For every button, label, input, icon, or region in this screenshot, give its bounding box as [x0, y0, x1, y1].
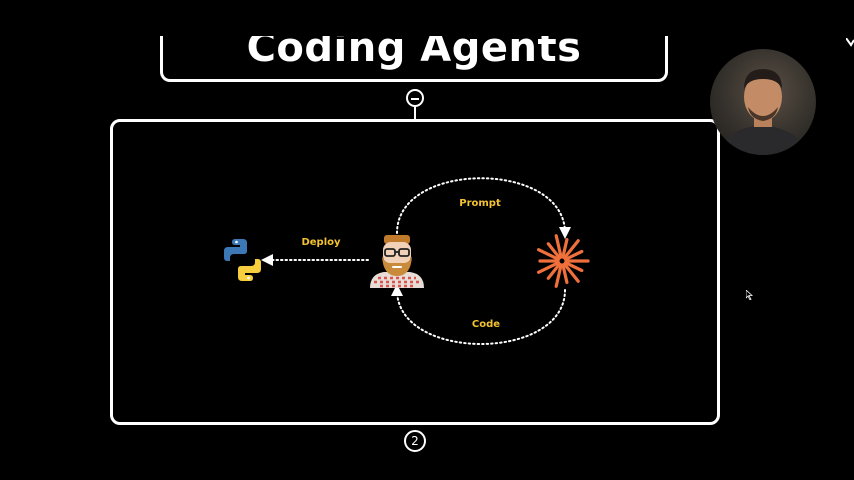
starburst-icon	[537, 234, 590, 288]
slide-title: Coding Agents	[246, 36, 582, 71]
starburst-ray	[563, 261, 584, 273]
python-logo-icon	[224, 239, 261, 281]
connector-line	[414, 107, 416, 119]
presenter-webcam	[710, 49, 816, 155]
prompt-arrow	[396, 177, 571, 239]
starburst-ray	[562, 262, 580, 283]
starburst-ray	[561, 263, 569, 284]
presenter-silhouette-icon	[718, 69, 808, 155]
diagram-frame	[110, 119, 720, 425]
starburst-ray	[537, 261, 561, 274]
starburst-ray	[554, 263, 563, 288]
step-number-badge: 2	[404, 430, 426, 452]
starburst-ray	[546, 242, 562, 260]
starburst-ray	[554, 234, 563, 259]
starburst-ray	[537, 248, 561, 261]
mouse-cursor-icon	[746, 290, 754, 300]
collapse-connector-icon[interactable]	[406, 89, 424, 107]
code-arrow	[391, 284, 566, 345]
developer-avatar-icon	[370, 235, 424, 288]
starburst-ray	[561, 238, 569, 259]
code-label: Code	[472, 319, 500, 330]
starburst-ray	[546, 262, 562, 280]
starburst-ray	[562, 239, 580, 260]
starburst-ray	[563, 249, 584, 261]
deploy-label: Deploy	[301, 237, 341, 248]
partial-glyph-icon	[846, 38, 854, 47]
prompt-label: Prompt	[459, 198, 501, 209]
title-frame: Coding Agents	[160, 36, 668, 82]
